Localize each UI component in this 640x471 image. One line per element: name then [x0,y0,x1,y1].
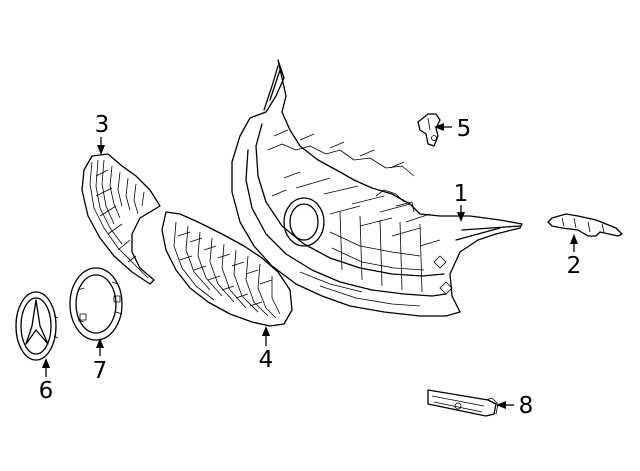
callout-4: 4 [259,326,274,373]
callout-4-label: 4 [259,347,274,373]
callout-6-label: 6 [39,378,54,404]
callout-3-label: 3 [95,112,110,138]
callout-8: 8 [496,393,533,419]
part-2-bracket [547,213,623,237]
callout-2-label: 2 [567,253,582,279]
callout-2: 2 [567,234,582,279]
part-4-grille-insert [161,211,293,327]
callout-8-label: 8 [519,393,534,419]
part-7-emblem-base [69,267,123,341]
part-5-clip [417,113,441,147]
part-8-sensor-module [427,389,499,417]
callout-6: 6 [39,358,54,404]
callout-7: 7 [93,338,108,384]
part-6-star-emblem [15,291,59,361]
callout-5-label: 5 [457,116,472,142]
callout-7-label: 7 [93,358,108,384]
callout-1-label: 1 [454,181,469,207]
part-1-grille-frame [231,59,523,317]
callout-1: 1 [454,181,469,222]
callout-5: 5 [434,116,471,142]
part-3-diamond-grille [81,153,161,285]
callout-3: 3 [95,112,110,155]
